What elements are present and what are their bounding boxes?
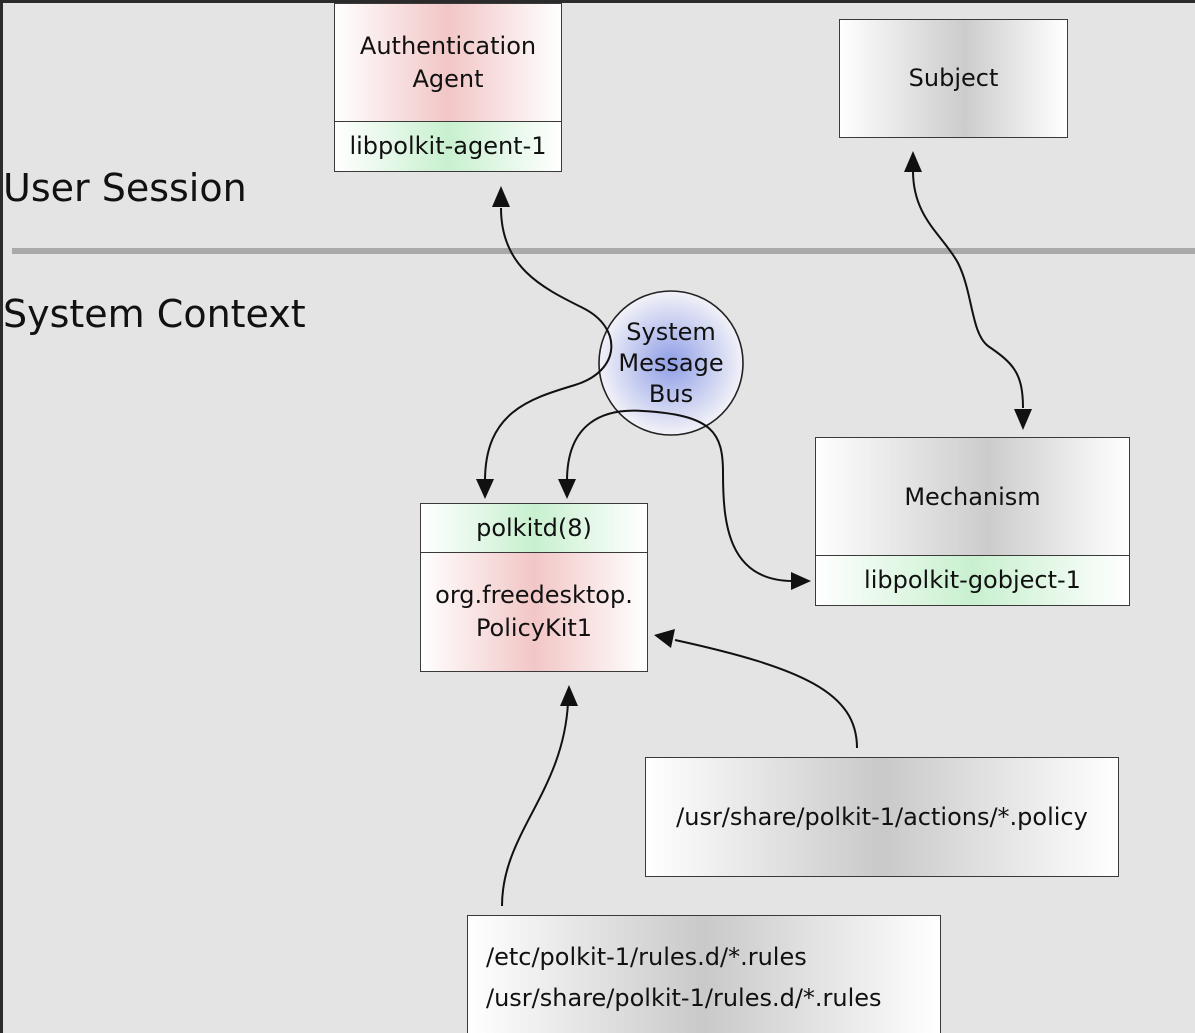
auth-agent-line-2: Agent [412, 65, 484, 93]
libpolkit-agent-label: libpolkit-agent-1 [349, 132, 547, 160]
actions-policy-label: /usr/share/polkit-1/actions/*.policy [676, 802, 1088, 831]
arrowhead-mechanism-top [1014, 409, 1032, 430]
session-divider [12, 248, 1195, 254]
mechanism-box: Mechanism [815, 437, 1130, 557]
edge-rules-policykit [501, 702, 569, 907]
connector-layer [12, 151, 1195, 907]
message-bus-label: System Message Bus [601, 317, 741, 410]
arrowhead-agent [492, 186, 510, 207]
policykit-line-1: org.freedesktop. [435, 581, 633, 609]
authentication-agent-box: Authentication Agent [334, 3, 562, 123]
arrowhead-subject [904, 151, 922, 172]
polkitd-box: polkitd(8) [420, 503, 648, 554]
policykit-line-2: PolicyKit1 [475, 614, 593, 642]
arrowhead-mechanism [791, 572, 811, 590]
libpolkit-gobject-label: libpolkit-gobject-1 [864, 566, 1081, 594]
libpolkit-gobject-box: libpolkit-gobject-1 [815, 555, 1130, 606]
arrowhead-polkitd-right [558, 479, 576, 499]
arrowhead-actions [654, 629, 675, 648]
edge-agent-polkitd [484, 207, 613, 482]
libpolkit-agent-box: libpolkit-agent-1 [334, 121, 562, 172]
bus-line-2: Message [618, 349, 724, 377]
rules-box: /etc/polkit-1/rules.d/*.rules /usr/share… [467, 915, 941, 1033]
auth-agent-line-1: Authentication [359, 32, 537, 60]
arrowhead-polkitd-left [476, 479, 494, 499]
rules-line-2: /usr/share/polkit-1/rules.d/*.rules [486, 983, 882, 1012]
bus-line-3: Bus [648, 380, 694, 408]
edge-actions-policykit [674, 639, 858, 749]
subject-box: Subject [839, 19, 1068, 138]
edge-subject-mechanism [912, 170, 1024, 409]
user-session-label: User Session [3, 166, 247, 210]
system-context-label: System Context [3, 292, 306, 336]
bus-line-1: System [626, 318, 716, 346]
subject-label: Subject [908, 64, 999, 92]
rules-line-1: /etc/polkit-1/rules.d/*.rules [486, 942, 807, 971]
message-bus-circle [598, 290, 744, 436]
actions-policy-box: /usr/share/polkit-1/actions/*.policy [645, 757, 1119, 877]
diagram-canvas: User Session System Context Authenticati… [3, 3, 1195, 1033]
policykit-box: org.freedesktop. PolicyKit1 [420, 552, 648, 672]
edge-polkitd-mechanism [566, 409, 794, 582]
polkitd-label: polkitd(8) [476, 514, 592, 542]
mechanism-label: Mechanism [904, 482, 1041, 511]
arrowhead-rules [560, 685, 578, 706]
